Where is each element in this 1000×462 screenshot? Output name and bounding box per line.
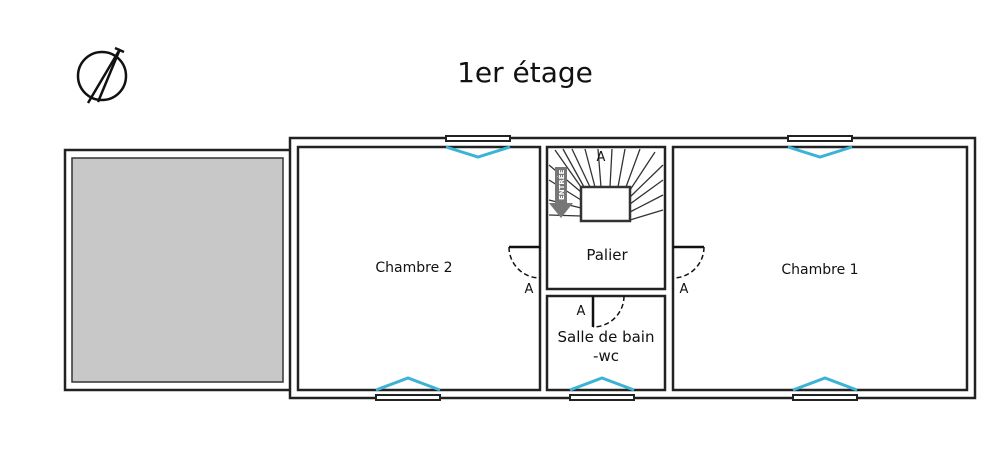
windows	[375, 145, 858, 392]
room-label-chambre-1: Chambre 1	[781, 262, 858, 278]
room-chambre-2	[296, 145, 542, 392]
plan-title: 1er étage	[457, 56, 593, 89]
room-label-chambre-2: Chambre 2	[375, 260, 452, 276]
room-palier	[545, 145, 667, 291]
door-mark-chambre-1: A	[680, 282, 689, 297]
entrance-arrow-icon: ENTRÉE	[549, 167, 573, 218]
room-salle-de-bain	[545, 294, 667, 392]
door-mark-chambre-2: A	[525, 282, 534, 297]
room-label-palier: Palier	[586, 246, 628, 264]
doors	[508, 245, 705, 328]
room-label-salle-de-bain: Salle de bain	[558, 328, 655, 346]
north-compass-icon	[76, 46, 128, 104]
room-label-wc: -wc	[593, 347, 619, 365]
annex-terrace	[63, 148, 293, 392]
room-chambre-1	[671, 145, 969, 392]
outer-wall	[288, 136, 977, 400]
stair-door-mark: A	[597, 150, 606, 165]
door-mark-salle-de-bain: A	[577, 304, 586, 319]
stair-label: ENTRÉE	[557, 169, 566, 200]
staircase	[548, 148, 664, 223]
